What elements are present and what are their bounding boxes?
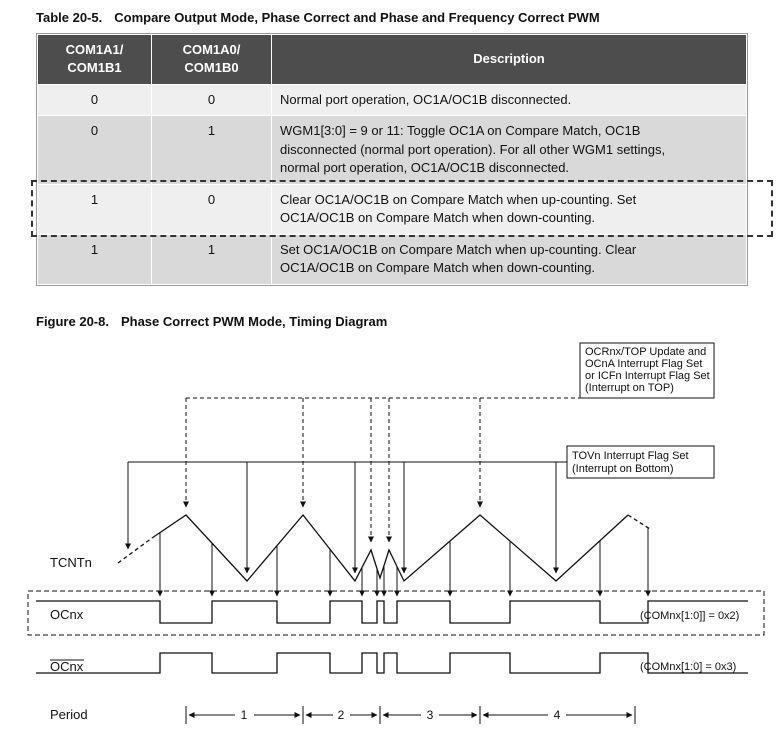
note-top-line2: OCnA Interrupt Flag Set <box>585 358 702 370</box>
table-caption-label: Table 20-5. <box>36 10 103 25</box>
cell-com1a0: 0 <box>151 83 272 117</box>
figure-caption-title: Phase Correct PWM Mode, Timing Diagram <box>120 313 388 329</box>
compare-match-arrows <box>157 527 651 597</box>
ocnx-label: OCnx <box>50 607 84 622</box>
note-bottom-box: TOVn Interrupt Flag Set (Interrupt on Bo… <box>566 445 715 479</box>
timing-diagram: OCRnx/TOP Update and OCnA Interrupt Flag… <box>0 335 778 737</box>
table-row: 1 1 Set OC1A/OC1B on Compare Match when … <box>37 233 747 285</box>
cell-com1a1: 0 <box>37 83 152 117</box>
note-top-line4: (Interrupt on TOP) <box>585 382 674 394</box>
table-row: 0 1 WGM1[3:0] = 9 or 11: Toggle OC1A on … <box>37 115 747 185</box>
col-header-description: Description <box>271 34 747 85</box>
period-number-4: 4 <box>554 708 561 722</box>
tcnt-label: TCNTn <box>50 555 92 570</box>
compare-output-mode-table: COM1A1/ COM1B1 COM1A0/ COM1B0 Descriptio… <box>37 34 747 285</box>
table-caption: Table 20-5. Compare Output Mode, Phase Co… <box>36 10 778 25</box>
ocnx-inverted-label: OCnx <box>50 659 84 674</box>
ocnx-enclosure <box>27 590 765 636</box>
cell-com1a0: 1 <box>151 115 272 185</box>
period-number-1: 1 <box>241 708 248 722</box>
cell-com1a1: 1 <box>37 183 152 235</box>
note-bottom-line2: (Interrupt on Bottom) <box>572 463 674 475</box>
cell-description: Clear OC1A/OC1B on Compare Match when up… <box>271 183 747 235</box>
figure-caption-label: Figure 20-8. <box>36 313 109 329</box>
note-top-line1: OCRnx/TOP Update and <box>585 346 706 358</box>
bottom-interrupt-arrows <box>125 461 567 574</box>
ocnx-inverted-waveform <box>36 651 748 674</box>
col-header-com1a0: COM1A0/ COM1B0 <box>151 34 272 85</box>
ocnx-inverted-com-setting: (COMnx[1:0] = 0x3) <box>640 661 736 673</box>
tcnt-waveform <box>117 513 651 582</box>
figure-caption: Figure 20-8. Phase Correct PWM Mode, Timi… <box>36 314 778 329</box>
period-number-2: 2 <box>338 708 345 722</box>
note-bottom-line1: TOVn Interrupt Flag Set <box>572 450 689 462</box>
period-axis: 1 2 3 4 <box>185 705 636 724</box>
note-top-line3: or ICFn Interrupt Flag Set <box>585 370 710 382</box>
note-top-box: OCRnx/TOP Update and OCnA Interrupt Flag… <box>579 342 715 399</box>
table-caption-title: Compare Output Mode, Phase Correct and P… <box>114 10 600 25</box>
cell-description: WGM1[3:0] = 9 or 11: Toggle OC1A on Comp… <box>271 115 747 185</box>
timing-diagram-svg: OCRnx/TOP Update and OCnA Interrupt Flag… <box>27 342 765 724</box>
table-row: 0 0 Normal port operation, OC1A/OC1B dis… <box>37 83 747 117</box>
ocnx-com-setting: (COMnx[1:0]] = 0x2) <box>640 610 739 622</box>
cell-description: Set OC1A/OC1B on Compare Match when up-c… <box>271 233 747 285</box>
ocnx-waveform <box>36 599 748 624</box>
cell-com1a1: 0 <box>37 115 152 185</box>
cell-com1a0: 0 <box>151 183 272 235</box>
cell-com1a1: 1 <box>37 233 152 285</box>
period-number-3: 3 <box>427 708 434 722</box>
compare-output-table-wrap: COM1A1/ COM1B1 COM1A0/ COM1B0 Descriptio… <box>36 33 748 286</box>
top-interrupt-arrows <box>183 397 580 543</box>
period-label: Period <box>50 707 88 722</box>
cell-com1a0: 1 <box>151 233 272 285</box>
table-header-row: COM1A1/ COM1B1 COM1A0/ COM1B0 Descriptio… <box>37 34 747 85</box>
col-header-com1a1: COM1A1/ COM1B1 <box>37 34 152 85</box>
table-row-highlight: 1 0 Clear OC1A/OC1B on Compare Match whe… <box>37 183 747 235</box>
cell-description: Normal port operation, OC1A/OC1B disconn… <box>271 83 747 117</box>
